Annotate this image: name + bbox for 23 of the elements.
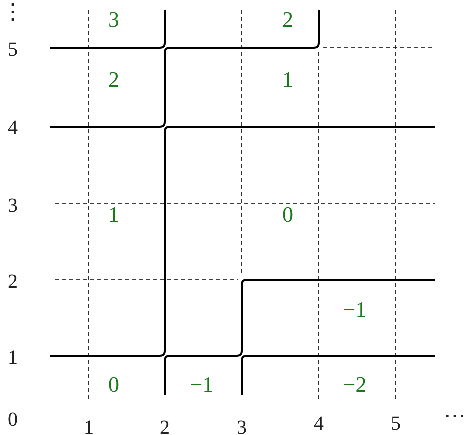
axis-number: 1	[8, 348, 18, 368]
region-value: 3	[108, 9, 120, 31]
axis-number: 5	[391, 414, 401, 434]
region-value: −2	[343, 374, 367, 396]
axis-number: 4	[8, 118, 18, 138]
ellipsis: ⋯	[444, 405, 466, 427]
region-value: 0	[108, 374, 120, 396]
axis-number: 0	[8, 410, 18, 430]
axis-number: 3	[8, 196, 18, 216]
region-value: 0	[282, 204, 294, 226]
region-value: 2	[282, 9, 294, 31]
axis-number: 3	[237, 418, 247, 435]
region-value: 1	[108, 204, 120, 226]
region-value: −1	[190, 374, 214, 396]
axis-number: 5	[8, 40, 18, 60]
region-value: −1	[343, 299, 367, 321]
axis-number: 4	[314, 414, 324, 434]
axis-number: 1	[84, 418, 94, 435]
region-value: 2	[108, 69, 120, 91]
axis-number: 2	[160, 418, 170, 435]
ellipsis: ⋮	[2, 1, 24, 23]
axis-number: 2	[8, 272, 18, 292]
region-value: 1	[282, 69, 294, 91]
